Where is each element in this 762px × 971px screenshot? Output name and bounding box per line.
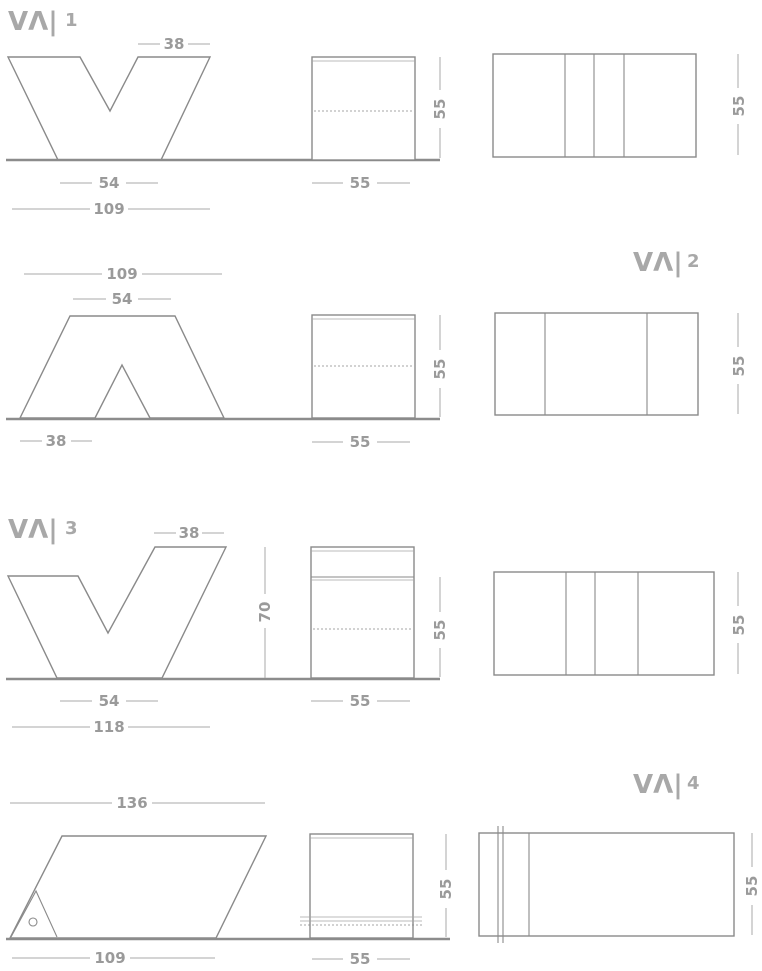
model-1-end-height: 55	[431, 99, 449, 120]
model-3-logo-number: 3	[65, 518, 78, 539]
model-4-end-width: 55	[350, 950, 371, 968]
model-1: VΛ| 1 38 54 109 55	[6, 7, 748, 218]
model-2-end-height: 55	[431, 359, 449, 380]
model-4-top-view: 55	[478, 826, 761, 943]
model-1-side-view: 38 54 109	[6, 35, 440, 218]
model-3-logo-mark: VΛ|	[8, 515, 58, 545]
model-4-logo-mark: VΛ|	[633, 770, 683, 800]
model-3-dim-length: 118	[93, 718, 124, 736]
model-3-top-height: 55	[730, 615, 748, 636]
model-4-dim-base: 109	[94, 949, 125, 967]
model-3-top-box	[493, 571, 715, 676]
model-1-dim-base: 54	[99, 174, 120, 192]
model-1-dim-length: 109	[93, 200, 124, 218]
model-2-dim-base: 38	[46, 432, 67, 450]
model-3-dim-base: 54	[99, 692, 120, 710]
model-2-top-view: 55	[494, 312, 748, 416]
model-1-end-view: 55 55	[311, 56, 449, 192]
model-2-dim-top: 54	[112, 290, 133, 308]
model-1-top-height: 55	[730, 96, 748, 117]
model-3-side-view: 38 70 54 118	[6, 524, 440, 736]
model-4-logo: VΛ| 4	[633, 770, 700, 800]
model-1-top-view: 55	[492, 53, 748, 158]
model-1-logo: VΛ| 1	[8, 7, 78, 37]
model-3-dim-top: 38	[179, 524, 200, 542]
model-4-pivot-circle	[28, 917, 38, 927]
model-3-dim-back-height: 70	[256, 602, 274, 623]
model-3-logo: VΛ| 3	[8, 515, 78, 545]
model-1-end-width: 55	[350, 174, 371, 192]
model-4-top-box	[478, 832, 735, 937]
model-1-dim-top: 38	[164, 35, 185, 53]
model-4: VΛ| 4 136 109 55	[6, 770, 761, 968]
model-1-logo-number: 1	[65, 10, 78, 31]
model-2-top-box	[494, 312, 699, 416]
model-2-dim-length: 109	[106, 265, 137, 283]
model-3-end-width: 55	[350, 692, 371, 710]
model-3-end-view: 55 55	[310, 546, 449, 710]
model-3: VΛ| 3 38 70 54 118	[6, 515, 748, 736]
model-2-top-height: 55	[730, 356, 748, 377]
model-3-top-view: 55	[493, 571, 748, 676]
model-4-end-height: 55	[437, 879, 455, 900]
model-2-end-width: 55	[350, 433, 371, 451]
model-3-v-shape	[6, 546, 228, 679]
model-4-top-height: 55	[743, 876, 761, 897]
model-4-support-triangle	[10, 889, 58, 938]
model-2-logo: VΛ| 2	[633, 248, 700, 278]
model-4-parallelogram-shape	[8, 835, 268, 939]
model-2-end-box	[311, 314, 416, 419]
model-4-dim-top: 136	[116, 794, 147, 812]
model-1-end-box	[311, 56, 416, 161]
model-4-end-box	[309, 833, 414, 939]
model-2-end-view: 55 55	[311, 314, 449, 451]
model-2-logo-number: 2	[687, 251, 700, 272]
model-3-end-height: 55	[431, 620, 449, 641]
model-2-side-view: 109 54 38	[6, 265, 440, 450]
model-4-logo-number: 4	[687, 773, 700, 794]
model-2-lambda-shape	[18, 315, 226, 419]
model-3-end-box	[310, 546, 415, 679]
model-2-logo-mark: VΛ|	[633, 248, 683, 278]
model-1-logo-mark: VΛ|	[8, 7, 58, 37]
model-4-side-view: 136 109	[6, 794, 450, 967]
model-2: VΛ| 2 109 54 38 55	[6, 248, 748, 451]
model-1-v-shape	[6, 56, 212, 161]
model-4-end-view: 55 55	[300, 833, 455, 968]
